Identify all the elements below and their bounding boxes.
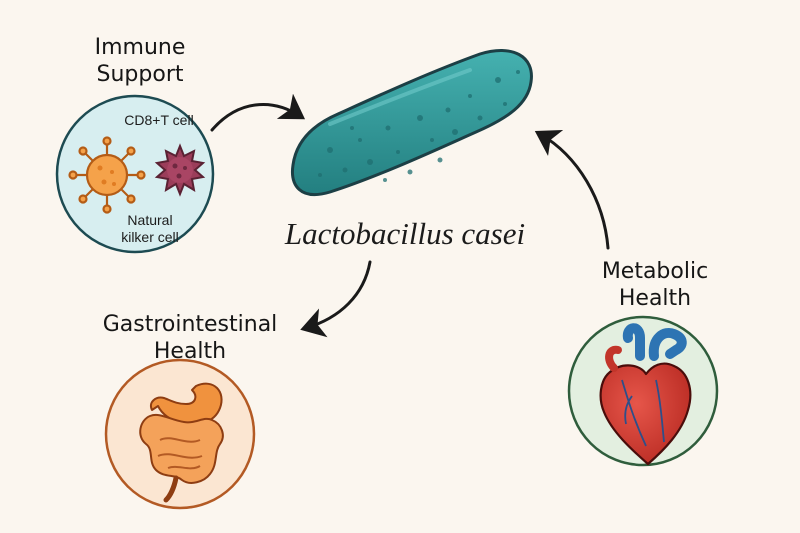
cd8-t-cell-label: CD8+T cell bbox=[124, 112, 194, 128]
stomach-intestine-icon bbox=[139, 382, 224, 503]
diagram-title: Lactobacillus casei bbox=[284, 216, 526, 251]
natural-killer-cell-label: Natural kilker cell bbox=[100, 212, 200, 246]
gi-label-line2: Health bbox=[153, 339, 227, 364]
immune-label-line2: Support bbox=[96, 62, 184, 87]
nk-label-line1: Natural bbox=[127, 212, 173, 228]
metabolic-label-line2: Health bbox=[618, 286, 692, 311]
arrow-bacterium-to-gastro bbox=[300, 260, 372, 338]
gi-label-line1: Gastrointestinal bbox=[102, 312, 278, 337]
arrow-metabolic-to-bacterium bbox=[534, 130, 610, 250]
metabolic-label-line1: Metabolic bbox=[601, 259, 709, 284]
immune-support-label: Immune Support bbox=[70, 34, 210, 88]
metabolic-health-label: Metabolic Health bbox=[575, 258, 735, 312]
gastrointestinal-health-label: Gastrointestinal Health bbox=[70, 311, 310, 365]
bacterium-icon bbox=[290, 49, 533, 197]
nk-label-line2: kilker cell bbox=[121, 229, 179, 245]
arrow-immune-to-bacterium bbox=[210, 93, 306, 132]
cd8-t-cell-icon bbox=[68, 136, 146, 214]
immune-label-line1: Immune bbox=[94, 35, 186, 60]
natural-killer-cell-icon bbox=[154, 143, 206, 197]
heart-icon bbox=[599, 323, 692, 466]
